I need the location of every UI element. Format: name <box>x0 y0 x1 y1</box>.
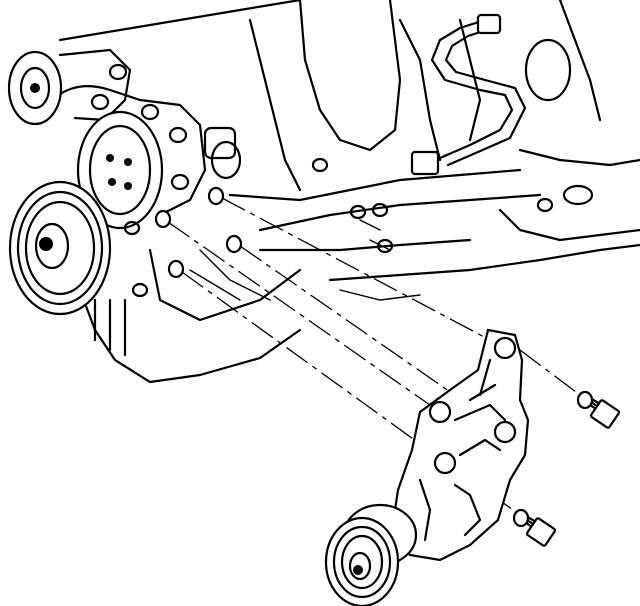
crankshaft-pulley <box>8 180 112 316</box>
bracket-pulley <box>324 503 418 606</box>
bolt-lower <box>512 508 557 547</box>
coolant-tube <box>410 13 594 206</box>
engine-bolt-holes <box>154 186 243 279</box>
bolt-upper <box>576 390 621 429</box>
idler-pulley <box>7 48 132 126</box>
engine-block <box>38 0 640 384</box>
water-pump-pulley <box>76 98 554 298</box>
mounting-bracket <box>390 328 530 562</box>
